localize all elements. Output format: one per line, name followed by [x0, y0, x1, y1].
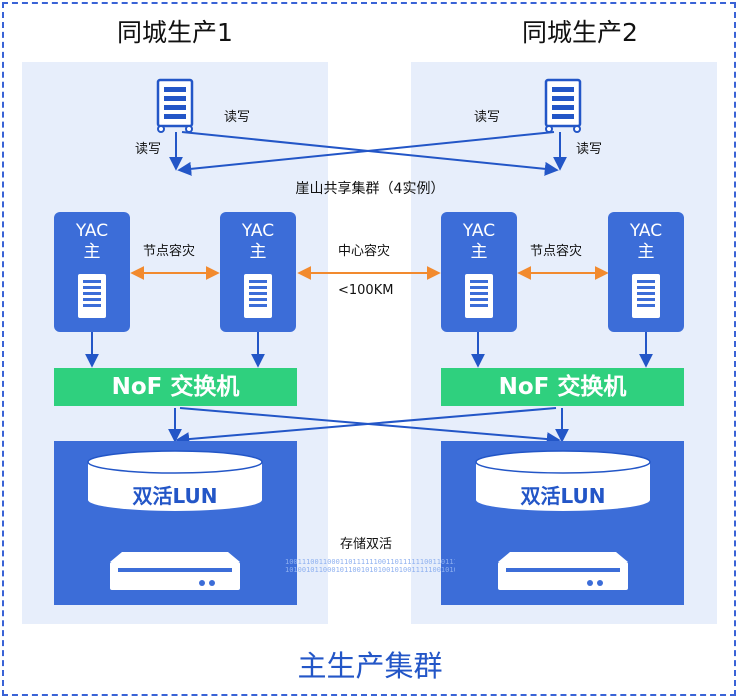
node-role: 主 — [637, 242, 655, 262]
cluster-label: 崖山共享集群（4实例） — [295, 181, 445, 197]
dc1-storage-device-icon — [110, 552, 240, 590]
dc2-nof-switch: NoF 交换机 — [441, 368, 684, 406]
dc1-yac-node-1: YAC 主 — [54, 212, 130, 332]
server-rack-icon — [244, 274, 272, 318]
dc2-lun-label: 双活LUN — [520, 484, 606, 508]
dc1-client-server-icon — [155, 78, 195, 134]
dc1-rw-label-right: 读写 — [224, 110, 251, 125]
center-dr-distance: <100KM — [338, 283, 394, 298]
dc1-yac-node-2: YAC 主 — [220, 212, 296, 332]
dc2-node-dr-label: 节点容灾 — [530, 244, 583, 259]
center-dr-label: 中心容灾 — [338, 244, 391, 259]
server-rack-icon — [632, 274, 660, 318]
node-role: 主 — [83, 242, 101, 262]
node-role: 主 — [249, 242, 267, 262]
node-name: YAC — [629, 221, 663, 241]
node-role: 主 — [470, 242, 488, 262]
storage-aa-label: 存储双活 — [340, 537, 393, 552]
dc1-rw-label-left: 读写 — [135, 142, 162, 157]
main-title: 主生产集群 — [297, 649, 443, 683]
dc2-title: 同城生产2 — [522, 18, 638, 47]
dc2-yac-node-1: YAC 主 — [441, 212, 517, 332]
dc1-lun-cylinder — [87, 450, 263, 511]
dc1-title: 同城生产1 — [117, 18, 233, 47]
dc1-nof-switch: NoF 交换机 — [54, 368, 297, 406]
storage-bit-stream: 1001110011000110111111001101111110011011… — [285, 558, 455, 574]
server-rack-icon — [78, 274, 106, 318]
dc2-yac-node-2: YAC 主 — [608, 212, 684, 332]
dc1-node-dr-label: 节点容灾 — [143, 244, 196, 259]
dc2-rw-label-left: 读写 — [474, 110, 501, 125]
node-name: YAC — [241, 221, 275, 241]
dc2-client-cross-arrow — [177, 131, 555, 176]
dc2-storage-device-icon — [498, 552, 628, 590]
bits-bottom: 1010010110001011001010100101001111100101… — [285, 566, 455, 574]
dc2-rw-label-right: 读写 — [576, 142, 603, 157]
dc1-lun-label: 双活LUN — [132, 484, 218, 508]
dc2-switch-cross-arrow — [175, 407, 557, 447]
bits-top: 1001110011000110111111001101111110011011… — [285, 558, 455, 566]
node-name: YAC — [75, 221, 109, 241]
dc2-lun-cylinder — [475, 450, 651, 511]
node-name: YAC — [462, 221, 496, 241]
server-rack-icon — [465, 274, 493, 318]
dc2-client-server-icon — [543, 78, 583, 134]
